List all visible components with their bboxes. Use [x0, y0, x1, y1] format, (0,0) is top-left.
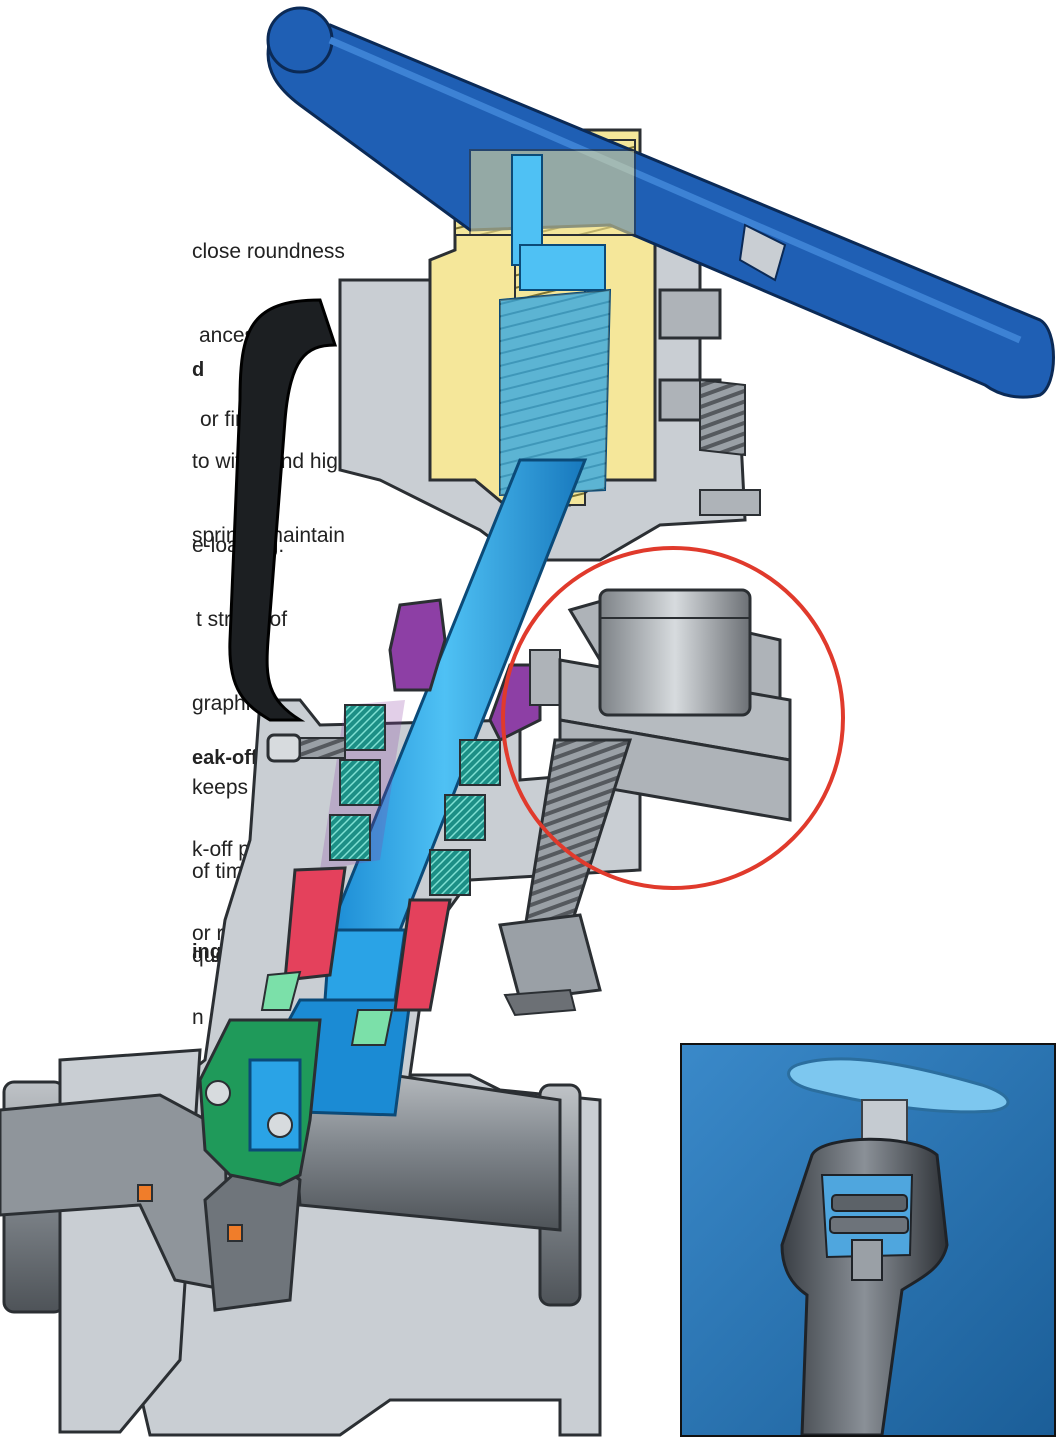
packing-rings	[329, 704, 501, 896]
yoke-arm	[228, 298, 338, 722]
line: close roundness	[192, 240, 345, 263]
valve-photo-image	[682, 1045, 1054, 1435]
valve-photo	[680, 1043, 1056, 1437]
highlight-circle	[501, 546, 845, 890]
leak-off-fitting	[266, 733, 346, 763]
gland-bolt	[498, 588, 792, 1017]
seal-rings	[260, 866, 452, 1046]
disc-guide	[137, 1018, 322, 1242]
handwheel	[266, 6, 1055, 399]
heading: eak-off	[192, 747, 258, 769]
heading: d	[192, 359, 205, 381]
stem	[237, 154, 612, 1117]
